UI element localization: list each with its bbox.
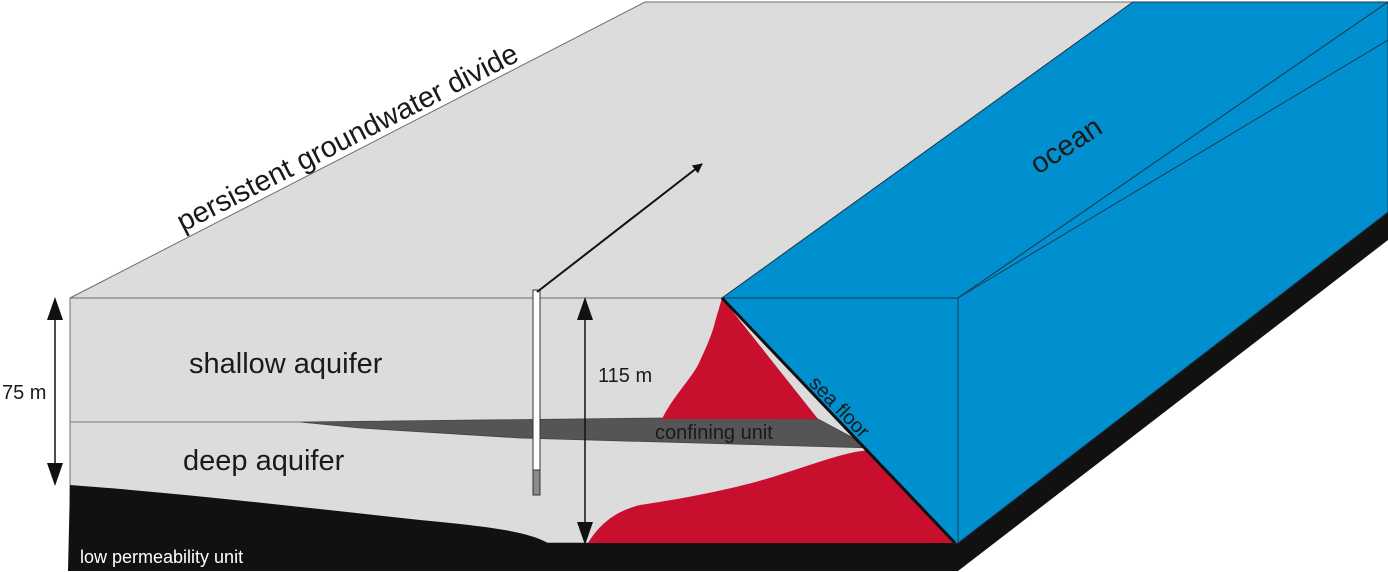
flow-direction-arrow (536, 163, 703, 293)
saltwater-wedge-shallow (662, 298, 818, 419)
low-permeability-label: low permeability unit (80, 547, 243, 567)
depth-115-arrowhead-top (577, 297, 593, 320)
saltwater-wedge-deep (588, 450, 955, 543)
depth-75-label: 75 m (2, 382, 46, 404)
depth-115-arrowhead-bottom (577, 522, 593, 545)
depth-75-arrowhead-bottom (47, 463, 63, 486)
depth-75-arrowhead-top (47, 297, 63, 320)
ocean-side-face (957, 1, 1388, 545)
confining-unit-label: confining unit (655, 422, 773, 444)
low-permeability-unit (68, 212, 1388, 571)
well-screen (532, 469, 541, 496)
sea-floor-line (720, 296, 957, 545)
depth-115-label: 115 m (598, 365, 652, 387)
deep-aquifer-label: deep aquifer (183, 445, 345, 477)
shallow-aquifer-label: shallow aquifer (189, 348, 383, 380)
ocean-back-edge (957, 39, 1388, 299)
well-casing (532, 289, 541, 496)
